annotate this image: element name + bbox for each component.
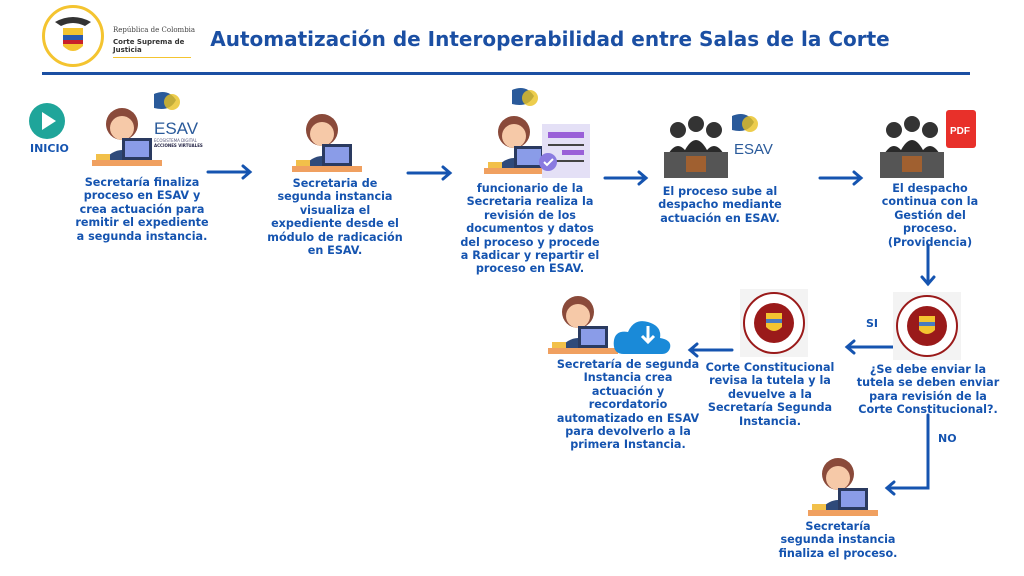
step-5-text: El despacho continua con la Gestión del …	[881, 182, 979, 249]
corte-constitucional-seal-icon	[892, 291, 962, 361]
step-3-text: funcionario de la Secretaria realiza la …	[460, 182, 600, 276]
step-4-text: El proceso sube al despacho mediante act…	[658, 185, 782, 225]
arrow-left	[844, 339, 895, 355]
arrow-right	[406, 165, 453, 181]
logo-text-corte: Corte Suprema de Justicia	[113, 38, 191, 58]
svg-text:ESAV: ESAV	[154, 119, 199, 138]
corte-suprema-logo	[42, 5, 104, 67]
arrow-no-branch	[884, 413, 930, 496]
corte-constitucional-seal-icon	[739, 288, 809, 358]
branch-no-label: NO	[938, 432, 957, 445]
secretary-document-icon	[484, 88, 590, 178]
svg-text:ESAV: ESAV	[734, 141, 773, 158]
svg-text:ACCIONES VIRTUALES: ACCIONES VIRTUALES	[154, 143, 203, 148]
secretary-icon	[292, 114, 362, 172]
judges-pdf-icon: PDF	[880, 110, 976, 178]
branch-yes-label: SI	[866, 317, 879, 330]
start-label: INICIO	[30, 142, 69, 155]
step-7-text: Corte Constitucional revisa la tutela y …	[705, 361, 835, 428]
secretary-cloud-icon	[548, 296, 671, 354]
esav-subtitle: ECOSISTEMA DIGITAL	[154, 138, 198, 143]
step-2-text: Secretaria de segunda instancia visualiz…	[267, 177, 403, 258]
pdf-icon: PDF	[950, 126, 970, 137]
start-play-icon[interactable]	[28, 102, 66, 140]
judges-esav-icon: ESAV	[664, 114, 773, 178]
coat-of-arms-icon	[55, 17, 91, 51]
secretary-icon	[808, 458, 878, 516]
arrow-right	[603, 170, 649, 186]
final-step-text: Secretaría segunda instancia finaliza el…	[778, 520, 898, 560]
decision-text: ¿Se debe enviar la tutela se deben envia…	[856, 363, 1000, 417]
header-divider	[42, 72, 970, 75]
step-8-text: Secretaría de segunda Instancia crea act…	[556, 358, 700, 452]
arrow-left	[687, 342, 734, 358]
arrow-down	[920, 243, 936, 287]
arrow-right	[818, 170, 864, 186]
secretary-esav-icon: ESAV ECOSISTEMA DIGITAL ACCIONES VIRTUAL…	[92, 92, 203, 166]
step-1-text: Secretaría finaliza proceso en ESAV y cr…	[75, 176, 209, 243]
page-title: Automatización de Interoperabilidad entr…	[210, 27, 890, 51]
logo-text-republica: República de Colombia	[113, 26, 196, 34]
arrow-right	[206, 164, 253, 180]
